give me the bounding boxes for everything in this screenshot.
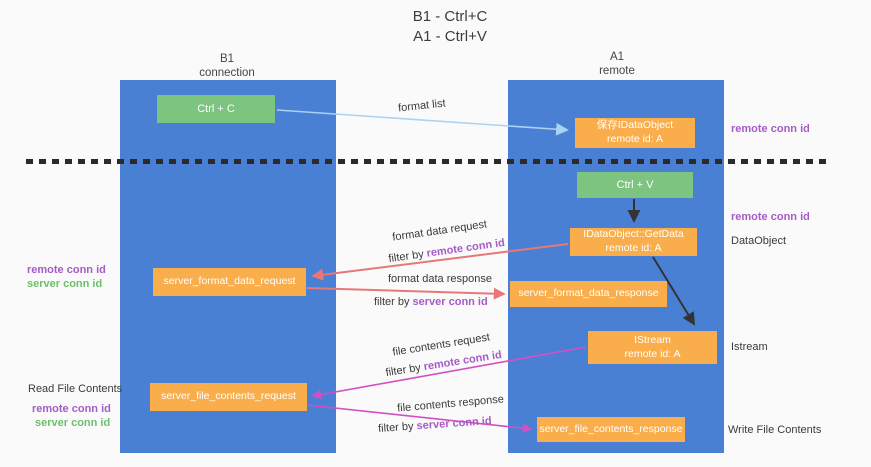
node-server-file-contents-request: server_file_contents_request bbox=[150, 383, 307, 411]
label-write-file-contents: Write File Contents bbox=[728, 424, 822, 436]
node-ctrl-v: Ctrl + V bbox=[577, 172, 693, 198]
label-read-file-contents: Read File Contents bbox=[28, 383, 123, 395]
ctrl-c-label: Ctrl + C bbox=[197, 102, 235, 115]
server-file-contents-request-label: server_file_contents_request bbox=[161, 390, 296, 403]
label-remote-conn-id-right-2: remote conn id bbox=[731, 211, 810, 223]
phase-separator-dashed-line bbox=[26, 159, 830, 164]
label-remote-conn-id-left-2: remote conn id bbox=[32, 403, 111, 415]
lane-header-left: B1 connection bbox=[150, 52, 304, 81]
node-server-format-data-response: server_format_data_response bbox=[510, 281, 667, 307]
lane-right-name: A1 bbox=[609, 51, 625, 63]
getdata-line1: IDataObject::GetData bbox=[583, 228, 684, 241]
label-dataobject: DataObject bbox=[731, 235, 787, 247]
filter-server-1-prefix: filter by bbox=[374, 296, 413, 308]
filter-server-2-key: server conn id bbox=[416, 415, 492, 433]
node-istream: IStream remote id: A bbox=[588, 331, 717, 364]
label-istream: Istream bbox=[731, 341, 768, 353]
filter-remote-2-key: remote conn id bbox=[422, 348, 503, 374]
label-remote-conn-id-left-1: remote conn id bbox=[27, 264, 106, 276]
lane-right-subtitle: remote bbox=[599, 65, 635, 78]
title-line-2: A1 - Ctrl+V bbox=[413, 27, 487, 45]
annotation-filter-server-2: filter by server conn id bbox=[378, 415, 492, 435]
annotation-format-data-response: format data response bbox=[388, 273, 492, 285]
title-line-1: B1 - Ctrl+C bbox=[412, 8, 488, 25]
annotation-format-list: format list bbox=[397, 97, 447, 115]
node-save-idataobject: 保存IDataObject remote id: A bbox=[575, 118, 695, 148]
filter-remote-1-key: remote conn id bbox=[425, 236, 506, 260]
getdata-line2: remote id: A bbox=[605, 242, 662, 254]
node-ctrl-c: Ctrl + C bbox=[157, 95, 275, 123]
label-server-conn-id-left-2: server conn id bbox=[35, 417, 111, 429]
lane-left-subtitle: connection bbox=[199, 67, 255, 80]
save-idataobject-line2: remote id: A bbox=[606, 133, 664, 145]
node-idataobject-getdata: IDataObject::GetData remote id: A bbox=[570, 228, 697, 256]
istream-line1: IStream bbox=[634, 333, 671, 346]
node-server-format-data-request: server_format_data_request bbox=[153, 268, 306, 296]
save-idataobject-line1: 保存IDataObject bbox=[596, 119, 674, 132]
node-server-file-contents-response: server_file_contents_response bbox=[537, 417, 685, 442]
server-format-data-response-label: server_format_data_response bbox=[518, 287, 659, 300]
annotation-file-contents-response: file contents response bbox=[396, 393, 505, 415]
lane-header-right: A1 remote bbox=[540, 50, 694, 79]
filter-remote-2-prefix: filter by bbox=[384, 361, 425, 380]
label-remote-conn-id-right-1: remote conn id bbox=[731, 123, 810, 135]
label-server-conn-id-left-1: server conn id bbox=[27, 278, 103, 290]
server-file-contents-response-label: server_file_contents_response bbox=[539, 422, 683, 435]
lane-left-name: B1 bbox=[219, 53, 235, 65]
server-format-data-request-label: server_format_data_request bbox=[163, 275, 296, 288]
annotation-filter-server-1: filter by server conn id bbox=[374, 296, 488, 308]
annotation-format-data-request: format data request bbox=[391, 218, 488, 244]
istream-line2: remote id: A bbox=[624, 347, 681, 360]
diagram-title: B1 - Ctrl+C A1 - Ctrl+V bbox=[300, 7, 600, 46]
filter-remote-1-prefix: filter by bbox=[387, 247, 428, 266]
filter-server-2-prefix: filter by bbox=[377, 420, 417, 435]
filter-server-1-key: server conn id bbox=[412, 296, 488, 308]
ctrl-v-label: Ctrl + V bbox=[616, 178, 654, 191]
arrow-format-data-response bbox=[306, 287, 506, 300]
